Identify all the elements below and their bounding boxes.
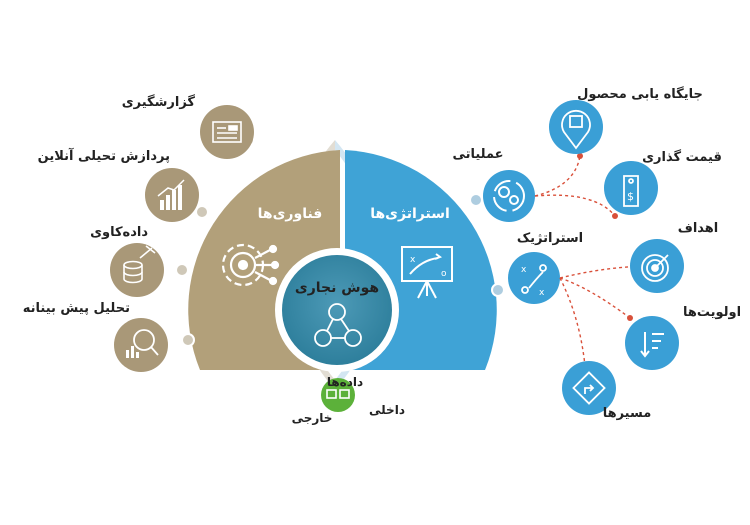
right-item-label-3: اهداف	[678, 221, 719, 236]
center-title: هوش نجاری	[295, 280, 379, 296]
right-item-label-5: مسیرها	[603, 406, 652, 421]
svg-text:x: x	[539, 288, 545, 298]
left-item-circles	[110, 105, 254, 372]
gear-network-icon	[221, 243, 280, 287]
price-tag-icon: $	[623, 175, 639, 207]
strategy-label-strategic: استراتژیک	[517, 231, 583, 246]
right-half-title: استراتژی‌ها	[370, 206, 450, 222]
report-icon	[212, 121, 242, 143]
right-band-dots	[469, 193, 505, 297]
left-item-label-4: تحلیل پیش بینانه	[23, 301, 130, 316]
tactics-icon: x x	[521, 264, 547, 298]
svg-text:x: x	[410, 255, 416, 265]
magnifier-chart-icon	[126, 329, 159, 358]
right-item-label-1: جایگاه یابی محصول	[577, 86, 703, 102]
data-node-external: خارجی	[292, 411, 333, 425]
bar-chart-icon	[157, 179, 185, 210]
database-mining-icon	[123, 245, 156, 284]
gears-cycle-icon	[493, 180, 525, 212]
priority-list-icon	[640, 332, 664, 358]
svg-text:o: o	[441, 269, 447, 279]
svg-text:$: $	[627, 190, 634, 203]
target-icon	[641, 254, 669, 282]
data-node-title: داده‌ها	[327, 375, 363, 389]
data-node-internal: داخلی	[369, 403, 405, 417]
left-item-label-2: پردازش تحیلی آنلاین	[38, 147, 170, 164]
strategy-board-icon: x o	[401, 246, 453, 299]
center-circle	[282, 255, 392, 365]
right-item-label-2: قیمت گذاری	[642, 149, 722, 165]
route-icon	[572, 371, 606, 405]
center-network-icon	[314, 303, 362, 347]
left-item-label-1: گزارشگیری	[122, 94, 196, 110]
data-node-circle	[321, 378, 355, 412]
left-item-label-3: داده‌کاوی	[90, 225, 148, 240]
left-half-title: فناوری‌ها	[258, 206, 323, 222]
data-arrows-icon	[326, 389, 350, 399]
svg-text:x: x	[521, 265, 527, 275]
location-box-icon	[561, 109, 591, 150]
strategy-label-operational: عملیاتی	[452, 147, 503, 162]
right-item-label-4: اولویت‌ها	[683, 305, 741, 320]
strategy-circles	[483, 170, 560, 304]
